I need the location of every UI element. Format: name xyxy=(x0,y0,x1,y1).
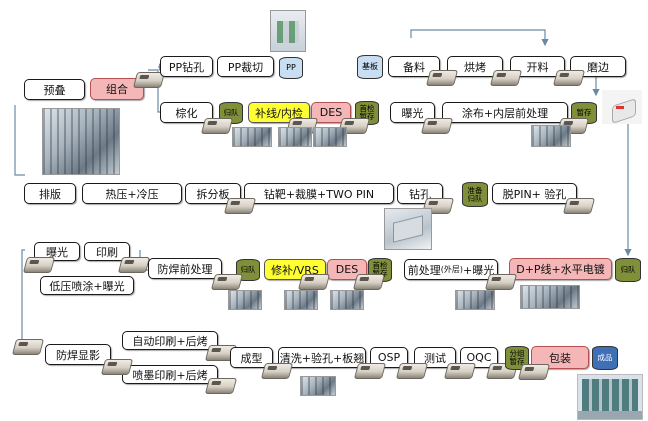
pack-machine-icon xyxy=(517,364,551,380)
split-machine-icon xyxy=(223,198,257,214)
brown-photo xyxy=(232,127,272,147)
return-cylinder-dp: 归队 xyxy=(615,258,641,282)
drill-target-box: 钻靶+裁膜+TWO PIN xyxy=(244,183,394,204)
dp-photo xyxy=(520,285,580,309)
wash-machine-icon xyxy=(353,363,387,379)
open-material-box: 开料 xyxy=(510,56,565,77)
prep-material-box: 备料 xyxy=(388,56,440,77)
press-box: 热压+冷压 xyxy=(82,183,182,204)
repair-machine-icon xyxy=(297,274,331,290)
pp-drill-box: PP钻孔 xyxy=(160,56,213,77)
test-machine-icon xyxy=(443,363,477,379)
des-machine-icon-row3 xyxy=(352,274,386,290)
pp-store-cylinder: PP xyxy=(279,57,303,79)
pretreat-outer-box: 前处理(外层)+曝光 xyxy=(404,259,498,280)
expose-box-row1: 曝光 xyxy=(390,102,435,123)
substrate-cylinder: 基板 xyxy=(357,55,383,79)
des-photo-row3 xyxy=(330,290,364,310)
solder-pre-machine-icon xyxy=(210,274,244,290)
osp-machine-icon xyxy=(395,363,429,379)
pretreat-photo xyxy=(455,290,495,310)
open-machine-icon xyxy=(552,70,586,86)
prep-return-cylinder: 准备归队 xyxy=(462,182,488,207)
wash-box: 清洗+验孔+板翘 xyxy=(278,347,366,368)
low-spray-box: 低压喷涂+曝光 xyxy=(40,276,134,295)
brown-machine-icon xyxy=(200,118,234,134)
robot-photo xyxy=(602,90,642,124)
layout-box: 排版 xyxy=(24,183,76,204)
pp-rack-photo xyxy=(270,10,306,52)
form-machine-icon xyxy=(260,363,294,379)
depin-machine-icon xyxy=(562,198,596,214)
pretreat-outer-tail: +曝光 xyxy=(463,263,495,277)
finished-cylinder: 成品 xyxy=(592,346,618,370)
finished-tower-photo xyxy=(577,374,643,420)
pretreat-outer-small: (外层) xyxy=(440,265,464,274)
pretreat-outer-label: 前处理 xyxy=(407,263,441,277)
osp-box: OSP xyxy=(370,347,408,368)
drill-machine-photo xyxy=(384,208,432,250)
brown-box: 棕化 xyxy=(160,102,213,123)
des-photo xyxy=(313,127,347,147)
print-machine-icon xyxy=(117,257,151,273)
bake-box: 烘烤 xyxy=(447,56,503,77)
combine-box: 组合 xyxy=(90,78,144,100)
solder-dev-machine-icon xyxy=(100,359,134,375)
coat-pretreat-box: 涂布+内层前处理 xyxy=(442,102,568,123)
print-box: 印刷 xyxy=(84,242,130,261)
expose-photo xyxy=(531,125,571,147)
expose-machine-icon-row3 xyxy=(22,257,56,273)
preplate-box: 预叠 xyxy=(24,79,85,100)
solder-photo xyxy=(228,290,262,310)
solder-dev-machine-icon-left xyxy=(11,339,45,355)
depin-box: 脱PIN+ 验孔 xyxy=(492,183,577,204)
ink-print-machine-icon xyxy=(204,378,238,394)
form-box: 成型 xyxy=(230,347,273,368)
pp-cut-box: PP裁切 xyxy=(217,56,274,77)
solder-pre-box: 防焊前处理 xyxy=(148,258,222,279)
des-box-row1: DES xyxy=(311,102,351,123)
bake-machine-icon xyxy=(489,70,523,86)
combine-factory-photo xyxy=(42,108,120,175)
ink-print-box: 喷墨印刷+后烤 xyxy=(122,365,218,384)
pretreat-machine-icon xyxy=(484,274,518,290)
patch-photo xyxy=(278,127,312,147)
expose-machine-icon xyxy=(420,118,454,134)
wash-photo xyxy=(300,376,336,396)
prep-machine-icon xyxy=(425,70,459,86)
dp-line-box: D+P线+水平电镀 xyxy=(509,258,612,280)
repair-photo xyxy=(284,290,318,310)
solder-dev-box: 防焊显影 xyxy=(45,344,111,365)
auto-print-box: 自动印刷+后烤 xyxy=(122,331,218,350)
